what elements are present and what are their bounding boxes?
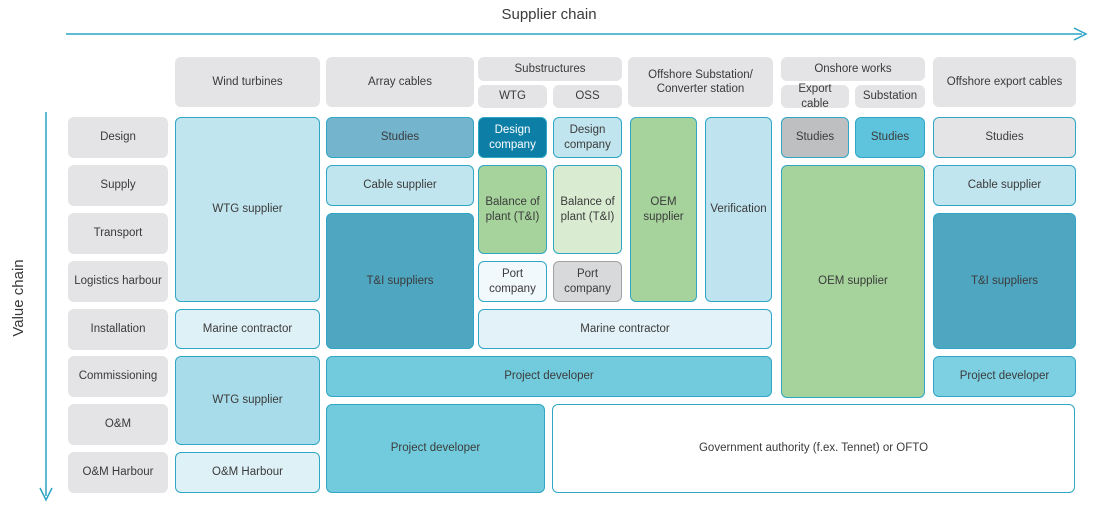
- row-label-installation: Installation: [68, 309, 168, 350]
- column-header-onshore-works: Onshore works: [781, 57, 925, 81]
- cell-design-company-wtg: Design company: [478, 117, 547, 158]
- cell-balance-of-plant-oss: Balance of plant (T&I): [553, 165, 622, 254]
- column-header-array-cables: Array cables: [326, 57, 474, 107]
- subcolumn-header-export-cable: Export cable: [781, 83, 849, 110]
- cell-port-company-oss: Port company: [553, 261, 622, 302]
- row-label-commissioning: Commissioning: [68, 356, 168, 397]
- supplier-chain-title: Supplier chain: [501, 6, 597, 23]
- cell-project-developer-block: Project developer: [326, 404, 545, 493]
- column-header-offshore-export-cables: Offshore export cables: [933, 57, 1076, 107]
- subcolumn-header-substation: Substation: [855, 85, 925, 108]
- column-header-offshore-substation: Offshore Substation/ Converter station: [628, 57, 773, 107]
- cell-studies-offshore-export: Studies: [933, 117, 1076, 158]
- row-label-logistics-harbour: Logistics harbour: [68, 261, 168, 302]
- cell-project-developer-export: Project developer: [933, 356, 1076, 397]
- row-label-om: O&M: [68, 404, 168, 445]
- column-header-substructures: Substructures: [478, 57, 622, 81]
- cell-oem-supplier-onshore: OEM supplier: [781, 165, 925, 398]
- cell-verification: Verification: [705, 117, 772, 302]
- cell-design-company-oss: Design company: [553, 117, 622, 158]
- cell-project-developer-bar: Project developer: [326, 356, 772, 397]
- cell-balance-of-plant-wtg: Balance of plant (T&I): [478, 165, 547, 254]
- cell-port-company-wtg: Port company: [478, 261, 547, 302]
- cell-studies-export-cable: Studies: [781, 117, 849, 158]
- cell-om-harbour: O&M Harbour: [175, 452, 320, 493]
- column-header-wind-turbines: Wind turbines: [175, 57, 320, 107]
- row-label-om-harbour: O&M Harbour: [68, 452, 168, 493]
- row-label-design: Design: [68, 117, 168, 158]
- subcolumn-header-oss: OSS: [553, 85, 622, 108]
- row-label-transport: Transport: [68, 213, 168, 254]
- cell-studies-substation: Studies: [855, 117, 925, 158]
- cell-ti-suppliers-export: T&I suppliers: [933, 213, 1076, 349]
- cell-government-authority: Government authority (f.ex. Tennet) or O…: [552, 404, 1075, 493]
- value-chain-arrow-icon: [39, 112, 53, 502]
- cell-marine-contractor-wind-turbines: Marine contractor: [175, 309, 320, 349]
- cell-oem-supplier-substation: OEM supplier: [630, 117, 697, 302]
- cell-ti-suppliers-array: T&I suppliers: [326, 213, 474, 349]
- cell-cable-supplier-array: Cable supplier: [326, 165, 474, 206]
- cell-cable-supplier-export: Cable supplier: [933, 165, 1076, 206]
- row-label-supply: Supply: [68, 165, 168, 206]
- cell-studies-array-cables: Studies: [326, 117, 474, 158]
- subcolumn-header-wtg: WTG: [478, 85, 547, 108]
- supplier-chain-arrow-icon: [66, 27, 1088, 41]
- cell-marine-contractor-bar: Marine contractor: [478, 309, 772, 349]
- value-chain-title: Value chain: [10, 259, 27, 337]
- cell-wtg-supplier-bottom: WTG supplier: [175, 356, 320, 445]
- cell-wtg-supplier-top: WTG supplier: [175, 117, 320, 302]
